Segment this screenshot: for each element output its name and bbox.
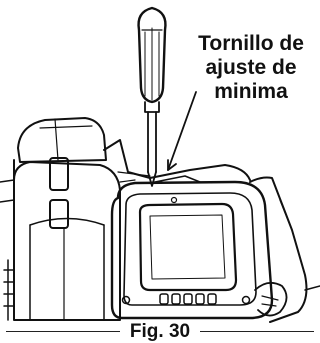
rear-handle: [250, 178, 320, 323]
callout-line-1: Tornillo de: [186, 32, 316, 56]
adjustment-screw-callout: Tornillo de ajuste de minima: [186, 32, 316, 104]
caption-rule-left: [6, 331, 120, 333]
callout-line-2: ajuste de: [186, 56, 316, 80]
figure-label: Fig. 30: [126, 321, 194, 343]
carburetor-cover: [112, 182, 272, 318]
engine-body-left: [0, 118, 120, 320]
callout-line-3: minima: [186, 80, 316, 104]
figure-caption: Fig. 30: [0, 322, 320, 341]
caption-rule-right: [200, 331, 314, 333]
screwdriver: [139, 8, 166, 186]
